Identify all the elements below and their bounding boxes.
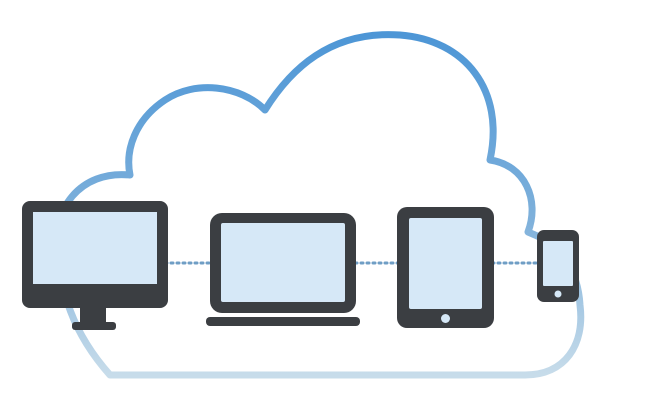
tablet-icon xyxy=(397,207,494,328)
smartphone-icon xyxy=(537,230,579,302)
desktop-monitor-icon xyxy=(22,201,168,330)
laptop-icon xyxy=(206,213,360,326)
